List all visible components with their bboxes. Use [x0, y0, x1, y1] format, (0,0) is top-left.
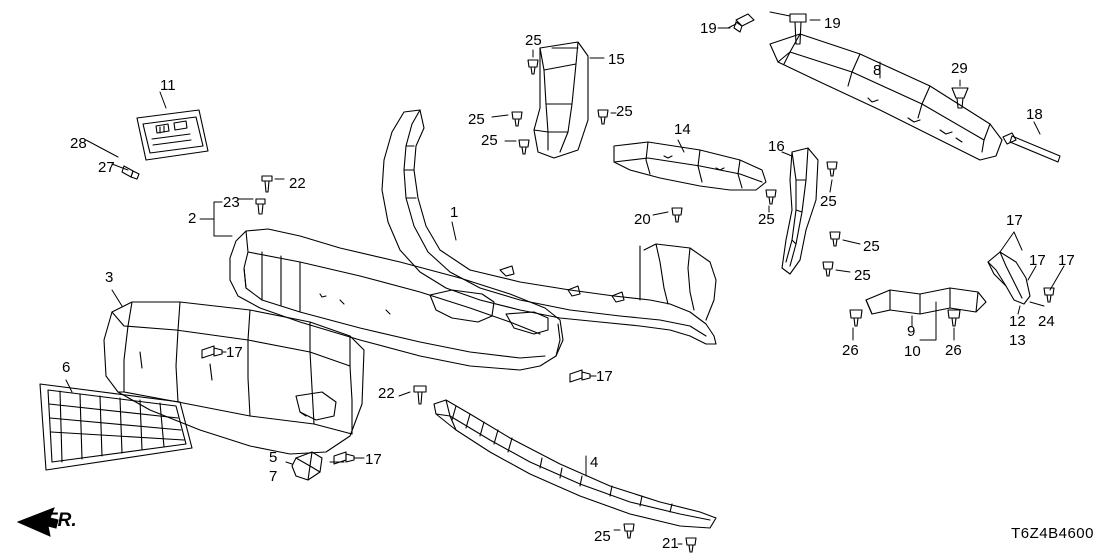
part-bolt-19-left [727, 13, 755, 33]
part-clip-26-right [947, 309, 961, 327]
part-bracket-16 [781, 147, 819, 275]
callout-25-g: 25 [863, 238, 880, 255]
callout-8: 8 [873, 62, 882, 79]
callout-26-right: 26 [945, 342, 962, 359]
callout-19-right: 19 [824, 15, 841, 32]
part-clip-25-g [829, 231, 841, 247]
callout-6: 6 [62, 359, 71, 376]
callout-25-h: 25 [854, 267, 871, 284]
callout-26-left: 26 [842, 342, 859, 359]
callout-19-left: 19 [700, 20, 717, 37]
callout-3: 3 [105, 269, 114, 286]
callout-2: 2 [188, 210, 197, 227]
callout-10: 10 [904, 343, 921, 360]
callout-29: 29 [951, 60, 968, 77]
part-clip-25-b [511, 111, 523, 127]
part-clip-25-i [623, 523, 635, 539]
callout-25-f: 25 [820, 193, 837, 210]
part-clip-23 [255, 198, 266, 215]
part-bolt-19-right [789, 13, 807, 45]
part-clip-20 [671, 207, 683, 223]
part-bracket-9-10 [865, 287, 987, 315]
callout-5: 5 [269, 449, 278, 466]
callout-16: 16 [768, 138, 785, 155]
callout-12: 12 [1009, 313, 1026, 330]
callout-17-c: 17 [1058, 252, 1075, 269]
part-clip-29 [951, 87, 969, 109]
part-bolt-22-upper [261, 175, 273, 193]
part-clip-26-left [849, 309, 863, 327]
callout-20: 20 [634, 211, 651, 228]
part-clip-25-f [826, 161, 838, 177]
part-lower-beam-2 [229, 228, 564, 371]
part-bolt-18 [1002, 132, 1061, 163]
callout-27: 27 [98, 159, 115, 176]
part-clip-21 [685, 537, 697, 553]
callout-17-f: 17 [365, 451, 382, 468]
callout-22-upper: 22 [289, 175, 306, 192]
callout-1: 1 [450, 204, 459, 221]
part-clip-27 [121, 165, 140, 180]
callout-17-a: 17 [1006, 212, 1023, 229]
callout-17-e: 17 [596, 368, 613, 385]
part-grille-mesh-6 [39, 383, 193, 471]
part-lower-grille-surround-3 [103, 301, 365, 455]
part-clip-25-e [765, 189, 777, 205]
part-bumper-face-1 [381, 109, 717, 345]
part-bracket-15 [533, 41, 589, 159]
part-reinforcement-beam-8 [769, 33, 1003, 161]
callout-14: 14 [674, 121, 691, 138]
callout-22-lower: 22 [378, 385, 395, 402]
callout-25-d: 25 [481, 132, 498, 149]
callout-17-d: 17 [226, 344, 243, 361]
callout-17-b: 17 [1029, 252, 1046, 269]
front-direction-arrow [16, 507, 59, 537]
front-direction-label: FR. [46, 510, 77, 531]
callout-25-e: 25 [758, 211, 775, 228]
callout-25-i: 25 [594, 528, 611, 545]
callout-25-a: 25 [525, 32, 542, 49]
callout-13: 13 [1009, 332, 1026, 349]
callout-25-b: 25 [468, 111, 485, 128]
part-clip-17-a [201, 345, 223, 359]
part-bolt-22-lower [413, 385, 427, 405]
callout-4: 4 [590, 454, 599, 471]
part-license-plate-bracket [136, 109, 209, 161]
part-clip-17-c [569, 369, 591, 383]
part-lower-spoiler-4 [433, 399, 717, 529]
callout-18: 18 [1026, 106, 1043, 123]
part-clip-17-b [333, 451, 355, 465]
callout-9: 9 [907, 323, 916, 340]
callout-15: 15 [608, 51, 625, 68]
part-clip-25-c [518, 139, 530, 155]
diagram-part-number: T6Z4B4600 [1011, 525, 1094, 542]
callout-28: 28 [70, 135, 87, 152]
callout-23: 23 [223, 194, 240, 211]
part-upper-cover-14 [613, 141, 767, 191]
part-clip-25-h [822, 261, 834, 277]
callout-21: 21 [662, 535, 679, 552]
callout-11: 11 [160, 77, 176, 94]
part-clip-25-a [527, 59, 539, 75]
callout-25-c: 25 [616, 103, 633, 120]
part-fog-cover-5-7 [291, 451, 323, 481]
callout-7: 7 [269, 468, 278, 485]
part-bracket-12-13 [987, 251, 1031, 305]
callout-24: 24 [1038, 313, 1055, 330]
part-clip-25-d [597, 109, 609, 125]
part-clip-24 [1043, 287, 1055, 303]
